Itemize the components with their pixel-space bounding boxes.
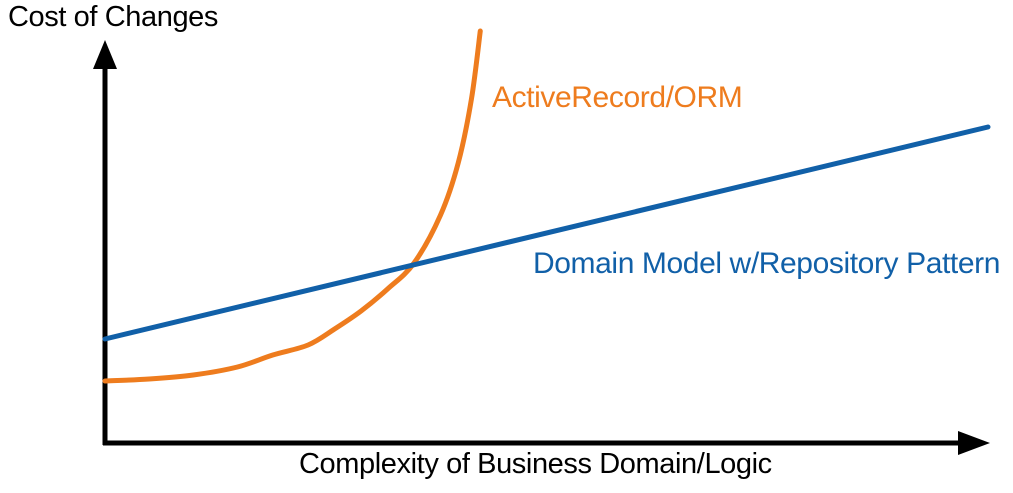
series-label-activerecord-orm: ActiveRecord/ORM [492,81,743,114]
x-axis-arrow-icon [958,431,990,455]
series-line-domain-model [102,124,991,342]
series-line-activerecord-orm [102,28,483,384]
y-axis-title: Cost of Changes [8,1,219,33]
x-axis-title: Complexity of Business Domain/Logic [299,448,772,480]
y-axis-arrow-icon [93,40,117,69]
series-label-domain-model: Domain Model w/Repository Pattern [533,247,1001,280]
series-layer [102,28,991,384]
